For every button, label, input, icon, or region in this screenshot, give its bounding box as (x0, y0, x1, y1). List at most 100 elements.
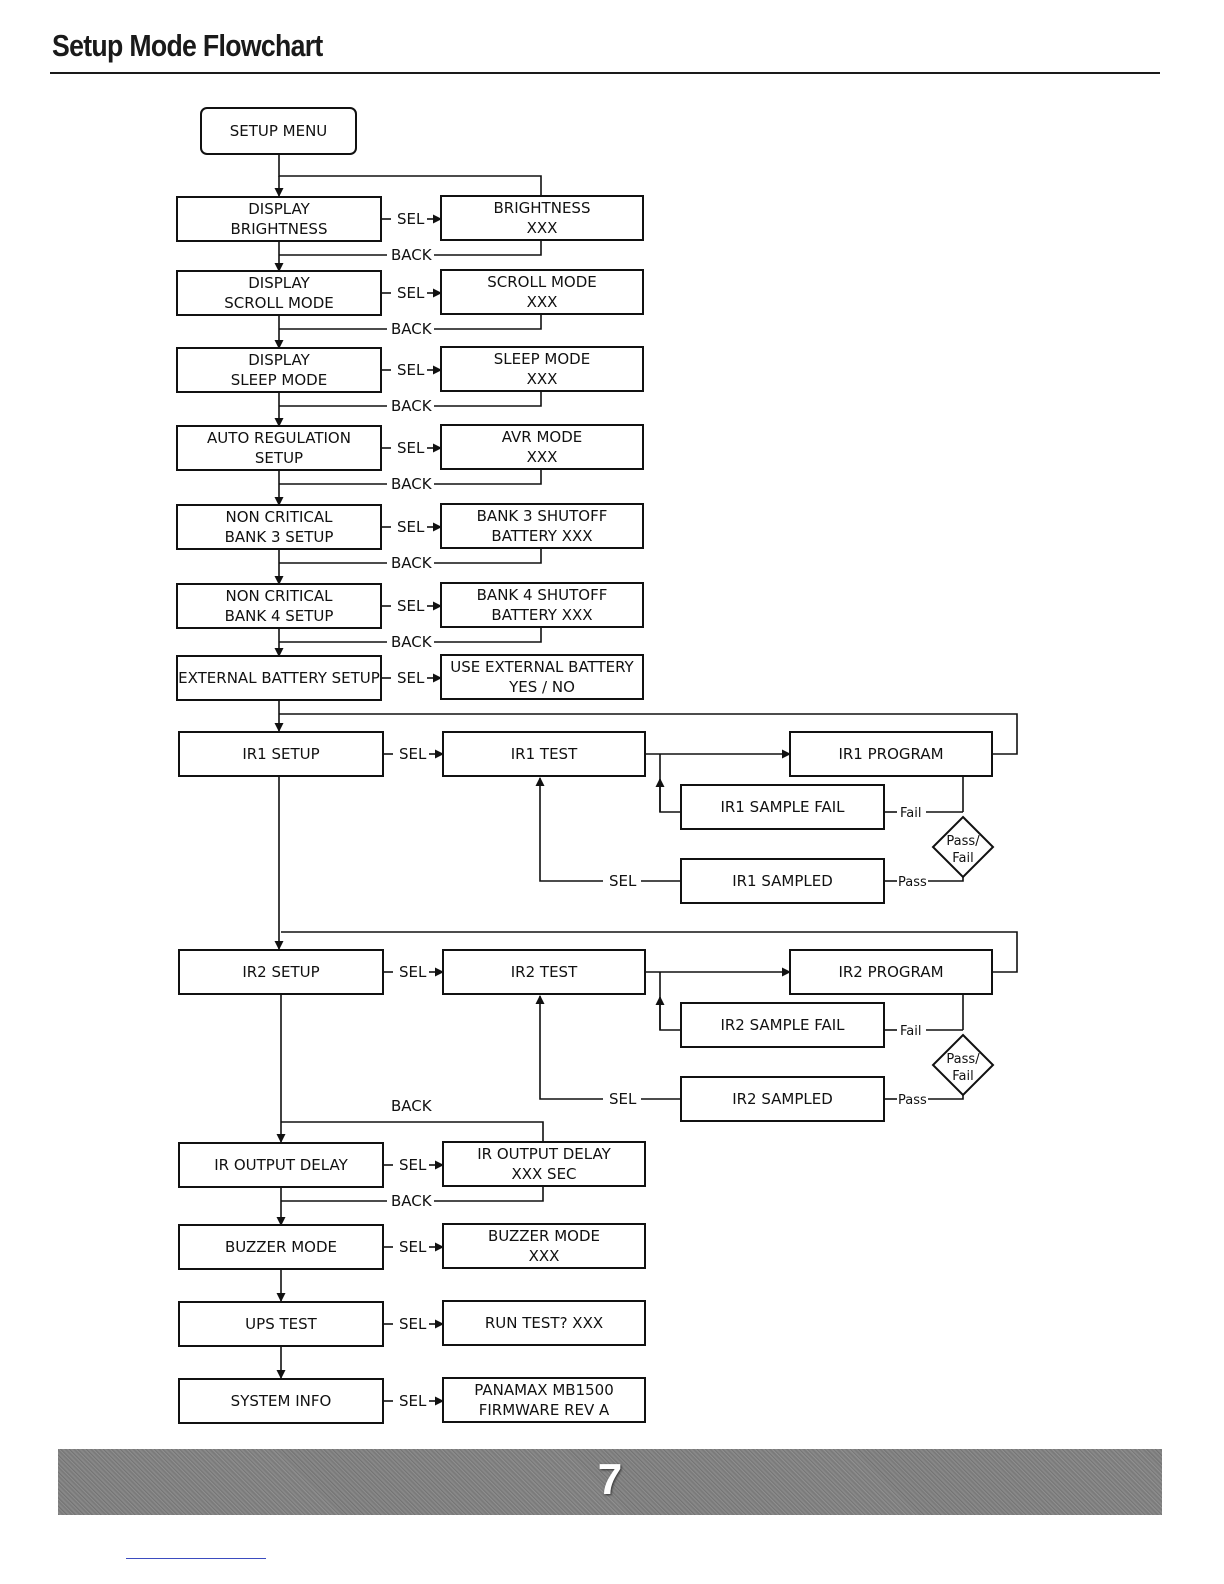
back-label-5: BACK (391, 554, 433, 572)
menu-item-3: DISPLAY SLEEP MODE (176, 347, 382, 393)
value-box-7: USE EXTERNAL BATTERY YES / NO (440, 654, 644, 700)
setup-menu-box-text: SETUP MENU (230, 122, 328, 140)
value-box-8: IR1 TEST (442, 731, 646, 777)
ir1-sel-return-label: SEL (609, 872, 637, 890)
ir2-sampled-return (535, 995, 603, 1100)
value-box-13-frame (442, 1377, 646, 1423)
footer-bar: 7 (58, 1449, 1162, 1515)
back-line-right-5 (434, 548, 542, 564)
value-box-4-text: XXX (527, 448, 558, 466)
menu-item-12-text: UPS TEST (245, 1315, 317, 1333)
sel-label-10: SEL (399, 1156, 427, 1174)
value-box-4: AVR MODE XXX (440, 424, 644, 470)
ir1-program-box-text: IR1 PROGRAM (838, 745, 943, 763)
setup-menu-box-frame (200, 107, 357, 155)
value-box-5-text: BANK 3 SHUTOFF (477, 507, 608, 525)
menu-item-5-text: BANK 3 SETUP (225, 528, 334, 546)
value-box-9-text: IR2 TEST (511, 963, 578, 981)
ir1-sample-fail-box-text: IR1 SAMPLE FAIL (720, 798, 845, 816)
ir2-program-box: IR2 PROGRAM (789, 949, 993, 995)
back-line-right-1 (434, 240, 542, 256)
menu-item-13-frame (178, 1378, 384, 1424)
setup-menu-box: SETUP MENU (200, 107, 357, 155)
value-box-12-text: RUN TEST? XXX (485, 1314, 603, 1332)
menu-item-5-frame (176, 504, 382, 550)
back-line-right-4 (434, 469, 542, 485)
ir1-sampled-box: IR1 SAMPLED (680, 858, 885, 904)
ir2-sample-fail-box-text: IR2 SAMPLE FAIL (720, 1016, 845, 1034)
menu-item-12-frame (178, 1301, 384, 1347)
menu-item-11-text: BUZZER MODE (225, 1238, 337, 1256)
menu-item-7: EXTERNAL BATTERY SETUP (176, 655, 382, 701)
menu-item-7-text: EXTERNAL BATTERY SETUP (178, 669, 380, 687)
ir1-program-loop (279, 713, 1018, 755)
title-rule (50, 72, 1160, 74)
menu-item-9-frame (178, 949, 384, 995)
back-label-1: BACK (391, 246, 433, 264)
sel-label-4: SEL (397, 439, 425, 457)
menu-item-2-text: DISPLAY (248, 274, 310, 292)
menu-item-6-frame (176, 583, 382, 629)
value-box-13-text: FIRMWARE REV A (479, 1401, 610, 1419)
menu-item-8-text: IR1 SETUP (242, 745, 319, 763)
ir2-sample-fail-back (659, 972, 681, 1031)
menu-item-10-frame (178, 1142, 384, 1188)
value-box-7-text: YES / NO (508, 678, 575, 696)
value-box-1-text: BRIGHTNESS (494, 199, 591, 217)
value-box-3-text: SLEEP MODE (494, 350, 590, 368)
ir1-pass-fail-decision: Pass/Fail (931, 815, 995, 879)
menu-item-11-frame (178, 1224, 384, 1270)
value-box-6-frame (440, 582, 644, 628)
value-box-7-text: USE EXTERNAL BATTERY (450, 658, 634, 676)
ir2-sel-return-label: SEL (609, 1090, 637, 1108)
menu-item-1-text: DISPLAY (248, 200, 310, 218)
menu-item-3-text: DISPLAY (248, 351, 310, 369)
value-box-10: IR OUTPUT DELAY XXX SEC (442, 1141, 646, 1187)
ir2-sample-fail-box-frame (680, 1002, 885, 1048)
page-number: 7 (597, 1455, 623, 1504)
value-box-2-text: SCROLL MODE (487, 273, 596, 291)
ir2-sampled-box-text: IR2 SAMPLED (732, 1090, 833, 1108)
menu-item-2-text: SCROLL MODE (224, 294, 333, 312)
menu-item-2-frame (176, 270, 382, 316)
menu-item-3-text: SLEEP MODE (231, 371, 327, 389)
value-box-5-frame (440, 503, 644, 549)
ir2-sample-fail-box: IR2 SAMPLE FAIL (680, 1002, 885, 1048)
menu-item-9: IR2 SETUP (178, 949, 384, 995)
sel-label-7: SEL (397, 669, 425, 687)
sel-label-13: SEL (399, 1392, 427, 1410)
menu-item-8: IR1 SETUP (178, 731, 384, 777)
ir1-program-box: IR1 PROGRAM (789, 731, 993, 777)
back-ir2-label: BACK (391, 1097, 433, 1115)
value-box-3-text: XXX (527, 370, 558, 388)
ir2-program-box-frame (789, 949, 993, 995)
ir2-program-loop (281, 931, 1018, 973)
value-box-8-frame (442, 731, 646, 777)
value-box-9: IR2 TEST (442, 949, 646, 995)
menu-item-4-frame (176, 425, 382, 471)
sel-label-3: SEL (397, 361, 425, 379)
value-box-10-text: XXX SEC (511, 1165, 576, 1183)
menu-item-8-frame (178, 731, 384, 777)
back-ir2-line (281, 1121, 544, 1142)
value-box-5-text: BATTERY XXX (491, 527, 592, 545)
sel-label-1: SEL (397, 210, 425, 228)
sel-label-2: SEL (397, 284, 425, 302)
value-box-4-frame (440, 424, 644, 470)
menu-item-13: SYSTEM INFO (178, 1378, 384, 1424)
value-box-12: RUN TEST? XXX (442, 1300, 646, 1346)
value-box-1-text: XXX (527, 219, 558, 237)
sel-label-11: SEL (399, 1238, 427, 1256)
value-box-1: BRIGHTNESS XXX (440, 195, 644, 241)
value-box-11-text: BUZZER MODE (488, 1227, 600, 1245)
value-box-10-text: IR OUTPUT DELAY (477, 1145, 611, 1163)
value-box-4-text: AVR MODE (502, 428, 583, 446)
menu-item-2: DISPLAY SCROLL MODE (176, 270, 382, 316)
back-label-3: BACK (391, 397, 433, 415)
value-box-1-frame (440, 195, 644, 241)
